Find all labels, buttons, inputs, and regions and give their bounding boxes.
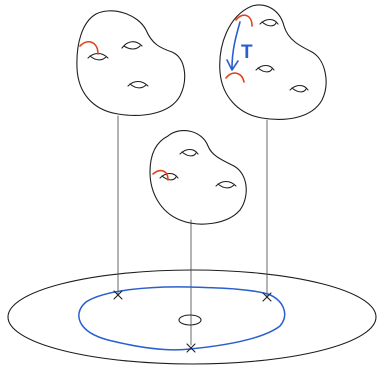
monodromy-arrow <box>227 22 240 70</box>
surface-right: T <box>220 5 326 119</box>
handle-left-top <box>122 42 142 49</box>
handle-right-mid <box>256 66 274 72</box>
highlight-arc-right-top <box>236 15 252 26</box>
base-puncture <box>179 315 201 325</box>
handle-right-top <box>260 20 278 26</box>
handle-center-top <box>180 150 198 156</box>
handle-right-bottom <box>290 86 308 92</box>
surface-left <box>77 11 185 116</box>
monodromy-label: T <box>241 42 253 63</box>
base-loop <box>79 287 285 350</box>
handle-center-bottom <box>216 182 236 188</box>
handle-center-mid <box>160 174 178 180</box>
surface-center <box>150 131 246 225</box>
handle-left-bottom <box>128 82 148 88</box>
base-plane-ellipse <box>8 270 376 364</box>
highlight-arc-right-bottom <box>226 73 244 82</box>
highlight-arc-left <box>80 42 98 54</box>
